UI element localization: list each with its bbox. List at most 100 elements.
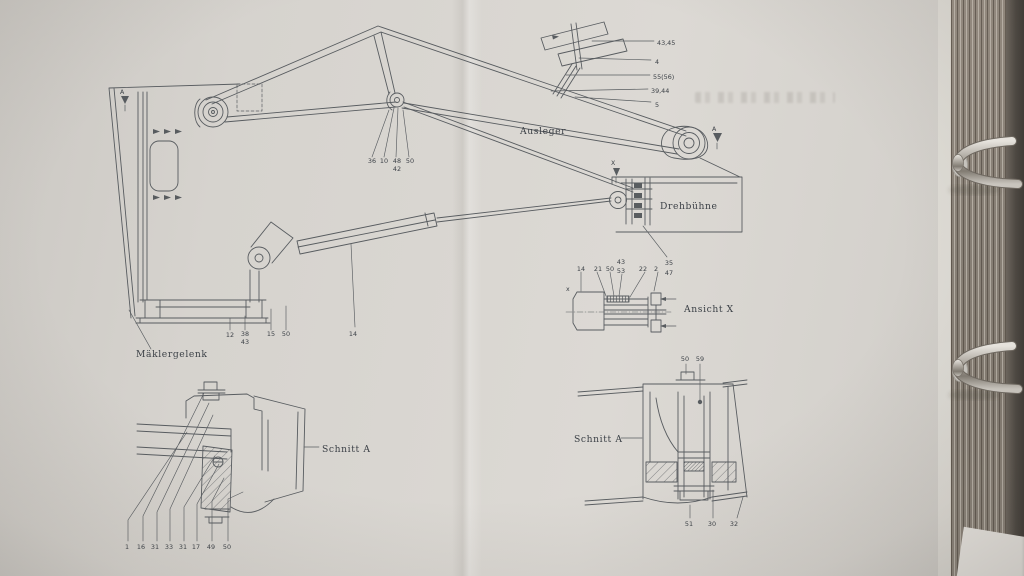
page-margin-strip xyxy=(938,0,952,576)
boom-pivot-bushing xyxy=(197,96,229,128)
marker-a-left: A xyxy=(120,89,125,96)
pin-column xyxy=(677,391,711,500)
callout-sr-59: 59 xyxy=(696,355,704,363)
callout-ansicht-14: 14 xyxy=(577,265,585,273)
callout-sl-1: 1 xyxy=(125,543,129,551)
lever-arrow-mark xyxy=(552,35,559,40)
section-a-arrow-right xyxy=(713,133,722,142)
callout-base-50: 50 xyxy=(282,330,290,338)
drawing-text: Ausleger Drehbühne Mäklergelenk Ansicht … xyxy=(120,39,738,551)
ansicht-bolt-lower xyxy=(650,319,662,333)
callout-39-44: 39,44 xyxy=(651,87,669,95)
hidden-part-dashed-box xyxy=(236,83,263,112)
callout-base-12: 12 xyxy=(226,331,234,339)
underlying-page-corner xyxy=(954,526,1024,576)
boss-arc xyxy=(230,498,275,513)
callout-stack-35: 35 xyxy=(665,259,673,267)
cylinder-barrel xyxy=(296,212,438,255)
schnitt-a-right-detail xyxy=(577,363,748,519)
boom-tie-joint xyxy=(389,92,405,108)
label-maeklergelenk: Mäklergelenk xyxy=(136,349,208,360)
callout-50a: 50 xyxy=(406,157,414,165)
callout-43-45: 43,45 xyxy=(657,39,675,47)
binder-page-stack xyxy=(950,0,1009,576)
marker-a-right: A xyxy=(712,126,717,133)
mast-outline xyxy=(108,83,271,350)
slewing-platform xyxy=(609,168,743,258)
schnitt-a-left-detail xyxy=(127,381,320,542)
ring-cap-top xyxy=(952,154,964,172)
hydraulic-cylinder xyxy=(247,197,612,328)
boom-tip-bushing xyxy=(672,126,706,160)
ansicht-left-block xyxy=(572,291,605,331)
callout-sr-51: 51 xyxy=(685,520,693,528)
callout-stack-47: 47 xyxy=(665,269,673,277)
label-ansicht-x: Ansicht X xyxy=(683,304,734,315)
label-drehbuehne: Drehbühne xyxy=(660,201,718,212)
callout-10: 10 xyxy=(380,157,388,165)
housing-outline xyxy=(642,383,748,500)
callout-ansicht-22: 22 xyxy=(639,265,647,273)
cylinder-callout-leader xyxy=(350,243,356,328)
pin-bolts xyxy=(634,183,642,218)
ring-cap-bottom xyxy=(952,359,964,377)
marker-x-view: X xyxy=(611,160,616,167)
page-fold-crease xyxy=(452,0,482,576)
bolt-head-right xyxy=(680,371,695,381)
pin-callout-leader xyxy=(642,225,668,258)
weld-arrow-marks xyxy=(153,129,182,200)
boom-joint-leaders xyxy=(371,107,410,158)
callout-42: 42 xyxy=(393,165,401,173)
ring-shadow-top xyxy=(949,185,1001,195)
mast-base-bracket xyxy=(135,299,271,324)
ring-shadow-bottom xyxy=(949,390,1001,400)
callout-base-43: 43 xyxy=(241,338,249,346)
callout-ansicht-53: 53 xyxy=(617,267,625,275)
binder-rings xyxy=(949,136,1023,400)
ansicht-callout-leaders xyxy=(580,271,659,298)
callout-ansicht-2: 2 xyxy=(654,265,658,273)
callout-4: 4 xyxy=(655,58,659,66)
mast-cutout xyxy=(149,140,179,192)
boom-structure xyxy=(194,25,741,193)
hatched-column xyxy=(200,445,233,513)
bleed-through-text xyxy=(695,92,835,103)
lever-assembly xyxy=(540,21,655,103)
callout-base-38: 38 xyxy=(241,330,249,338)
deck-plates xyxy=(577,379,748,397)
callout-ansicht-21: 21 xyxy=(594,265,602,273)
callout-55-56: 55(56) xyxy=(653,73,674,81)
cylinder-rod xyxy=(436,197,612,223)
cylinder-foot-pivot xyxy=(247,246,271,270)
callout-sl-31b: 31 xyxy=(179,543,187,551)
label-schnitt-a-left: Schnitt A xyxy=(322,444,371,455)
callout-sl-33: 33 xyxy=(165,543,173,551)
ansicht-bolt-upper xyxy=(650,292,662,306)
center-punch-dot xyxy=(697,399,703,405)
callout-sl-50: 50 xyxy=(223,543,231,551)
throat-curve xyxy=(655,397,679,453)
threaded-zone xyxy=(683,461,705,472)
callout-sr-50: 50 xyxy=(681,355,689,363)
callout-ansicht-50: 50 xyxy=(606,265,614,273)
callout-sl-16: 16 xyxy=(137,543,145,551)
callout-sl-17: 17 xyxy=(192,543,200,551)
x-view-arrow xyxy=(613,168,620,176)
left-section-leaders xyxy=(127,392,244,542)
ansicht-x-detail xyxy=(565,271,677,333)
clamp-profile xyxy=(185,393,263,419)
callout-ansicht-43: 43 xyxy=(617,258,625,266)
lever-callout-leaders xyxy=(550,40,655,103)
callout-base-15: 15 xyxy=(267,330,275,338)
callout-cylinder-14: 14 xyxy=(349,330,357,338)
base-callout-leaders xyxy=(229,305,287,331)
backstay-rods xyxy=(402,101,634,193)
section-a-arrow-left xyxy=(121,96,129,104)
maeklergelenk-leader xyxy=(128,309,152,350)
hatched-base-left xyxy=(645,461,678,483)
right-section-leaders xyxy=(689,489,744,519)
label-ausleger: Ausleger xyxy=(519,126,566,137)
